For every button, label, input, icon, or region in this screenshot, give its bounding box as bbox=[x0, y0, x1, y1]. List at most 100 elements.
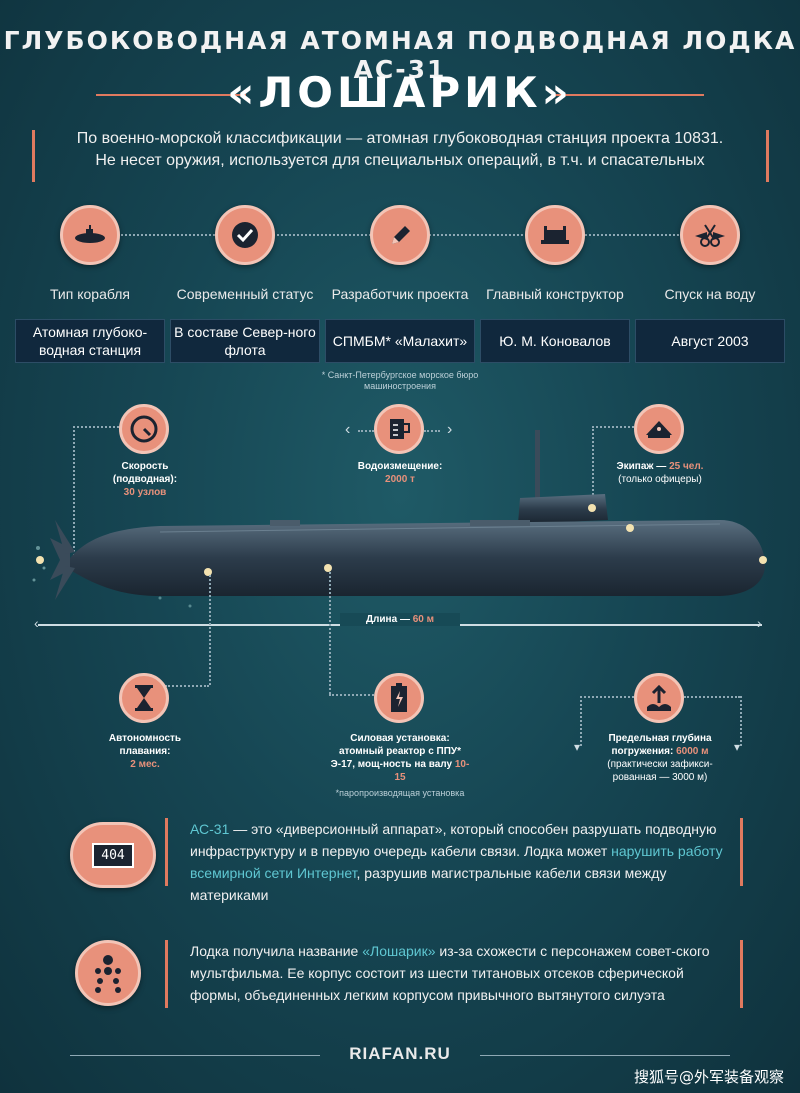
status-value: В составе Север-ного флота bbox=[170, 319, 320, 363]
speed-connector-v bbox=[73, 426, 75, 556]
ship-type-label: Тип корабля bbox=[49, 286, 130, 302]
title-line2: «ЛОШАРИК» bbox=[227, 68, 573, 117]
battery-icon bbox=[374, 673, 424, 723]
block1-text: АС-31 — это «диверсионный аппарат», кото… bbox=[190, 818, 730, 906]
title-divider-left bbox=[96, 94, 246, 96]
displacement-value: 2000 т bbox=[385, 474, 415, 485]
intro-bar-right bbox=[766, 130, 769, 182]
intro-line2: Не несет оружия, используется для специа… bbox=[95, 152, 705, 169]
monitor-404-text: 404 bbox=[92, 842, 134, 868]
power-connector-v bbox=[329, 572, 331, 694]
launch-label: Спуск на воду bbox=[664, 286, 756, 302]
column-ship-type: Тип корабля Атомная глубоко-водная станц… bbox=[15, 205, 165, 363]
submarine-icon bbox=[60, 205, 120, 265]
watermark: 搜狐号@外军装备观察 bbox=[633, 1068, 784, 1086]
power-label: Силовая установка: атомный реактор с ППУ… bbox=[330, 733, 462, 770]
displacement-connector-right bbox=[424, 430, 440, 432]
block1-bar-left bbox=[165, 818, 168, 886]
power-connector-h bbox=[329, 694, 374, 696]
length-label: Длина — bbox=[365, 614, 410, 625]
crew-label: Экипаж — bbox=[616, 461, 667, 472]
seabed-anchor-icon bbox=[634, 673, 684, 723]
footer-site: RIAFAN.RU bbox=[349, 1044, 451, 1063]
checkmark-icon bbox=[215, 205, 275, 265]
block1-bar-right bbox=[740, 818, 743, 886]
speedometer-icon bbox=[119, 404, 169, 454]
block1-text1: — это «диверсионный аппарат», который сп… bbox=[190, 821, 717, 859]
length-value: 60 м bbox=[412, 614, 435, 625]
autonomy-label: Автономность плавания: bbox=[108, 733, 182, 757]
depth-spec: Предельная глубина погружения: 6000 м (п… bbox=[595, 732, 725, 784]
block1-text2: , разрушив магистральные кабели связи ме… bbox=[190, 865, 667, 903]
power-value: 10-15 bbox=[394, 759, 470, 783]
crew-connector-v bbox=[592, 426, 594, 506]
depth-note: (практически зафикси-рованная — 3000 м) bbox=[607, 759, 713, 783]
depth-connector-v-right bbox=[740, 696, 742, 746]
depth-value: 6000 м bbox=[676, 746, 709, 757]
intro-line1: По военно-морской классификации — атомна… bbox=[76, 130, 724, 147]
column-launch: Спуск на воду Август 2003 bbox=[635, 205, 785, 363]
footer-divider-left bbox=[70, 1055, 320, 1056]
column-designer: Главный конструктор Ю. М. Коновалов bbox=[480, 205, 630, 363]
block2-text2: из-за схожести с персонажем совет-ского … bbox=[190, 943, 710, 1003]
designer-label: Главный конструктор bbox=[486, 286, 624, 302]
displacement-connector-left bbox=[358, 430, 374, 432]
speed-spec: Скорость (подводная): 30 узлов bbox=[95, 460, 195, 499]
displacement-label: Водоизмещение: bbox=[357, 461, 443, 472]
autonomy-connector-v bbox=[209, 575, 211, 685]
speed-value: 30 узлов bbox=[123, 487, 167, 498]
crew-value: 25 чел. bbox=[669, 461, 704, 472]
ribbon-scissors-icon bbox=[680, 205, 740, 265]
intro-text: По военно-морской классификации — атомна… bbox=[40, 128, 760, 184]
crew-spec: Экипаж — 25 чел. (только офицеры) bbox=[600, 460, 720, 486]
power-spec: Силовая установка: атомный реактор с ППУ… bbox=[330, 732, 470, 784]
title-divider-right bbox=[554, 94, 704, 96]
block1-accent2: нарушить работу всемирной сети Интернет bbox=[190, 843, 723, 881]
officer-cap-icon bbox=[634, 404, 684, 454]
monitor-404-icon: 404 bbox=[70, 822, 156, 888]
block2-accent1: «Лошарик» bbox=[362, 943, 436, 959]
loshariki-character-icon bbox=[75, 940, 141, 1006]
speed-label: Скорость (подводная): bbox=[112, 461, 178, 485]
length-spec: Длина — 60 м bbox=[340, 613, 460, 626]
title-line1: ГЛУБОКОВОДНАЯ АТОМНАЯ ПОДВОДНАЯ ЛОДКА АС… bbox=[3, 26, 797, 84]
status-label: Современный статус bbox=[176, 286, 314, 302]
autonomy-spec: Автономность плавания: 2 мес. bbox=[95, 732, 195, 771]
block2-text1: Лодка получила название bbox=[190, 943, 363, 959]
footer-divider-right bbox=[480, 1055, 730, 1056]
developer-footnote: * Санкт-Петербургское морское бюро машин… bbox=[321, 370, 479, 391]
measuring-cup-icon bbox=[374, 404, 424, 454]
length-arrow-right-icon: › bbox=[757, 615, 762, 631]
ship-type-value: Атомная глубоко-водная станция bbox=[15, 319, 165, 363]
speed-connector-h bbox=[73, 426, 119, 428]
intro-bar-left bbox=[32, 130, 35, 182]
autonomy-connector-h bbox=[165, 685, 209, 687]
crew-connector-h bbox=[592, 426, 634, 428]
depth-arrow-left-icon: ▾ bbox=[574, 740, 581, 754]
depth-connector-v-left bbox=[580, 696, 582, 746]
submarine-illustration bbox=[32, 430, 767, 608]
length-arrow-left-icon: ‹ bbox=[34, 615, 39, 631]
pencil-icon bbox=[370, 205, 430, 265]
arrow-left-icon: ‹ bbox=[345, 421, 351, 438]
hat-icon bbox=[525, 205, 585, 265]
power-footnote: *паропроизводящая установка bbox=[335, 788, 465, 798]
developer-label: Разработчик проекта bbox=[331, 286, 469, 302]
block2-bar-left bbox=[165, 940, 168, 1008]
depth-arrow-right-icon: ▾ bbox=[734, 740, 741, 754]
block1-accent1: АС-31 bbox=[190, 821, 230, 837]
designer-value: Ю. М. Коновалов bbox=[480, 319, 630, 363]
autonomy-value: 2 мес. bbox=[130, 759, 160, 770]
block2-bar-right bbox=[740, 940, 743, 1008]
block2-text: Лодка получила название «Лошарик» из-за … bbox=[190, 940, 730, 1006]
column-status: Современный статус В составе Север-ного … bbox=[170, 205, 320, 363]
depth-label: Предельная глубина погружения: bbox=[608, 733, 712, 757]
depth-connector-left bbox=[580, 696, 634, 698]
launch-value: Август 2003 bbox=[635, 319, 785, 363]
crew-note: (только офицеры) bbox=[618, 474, 702, 485]
displacement-spec: Водоизмещение: 2000 т bbox=[340, 460, 460, 486]
hourglass-icon bbox=[119, 673, 169, 723]
developer-value: СПМБМ* «Малахит» bbox=[325, 319, 475, 363]
column-developer: Разработчик проекта СПМБМ* «Малахит» bbox=[325, 205, 475, 363]
arrow-right-icon: › bbox=[447, 421, 453, 438]
